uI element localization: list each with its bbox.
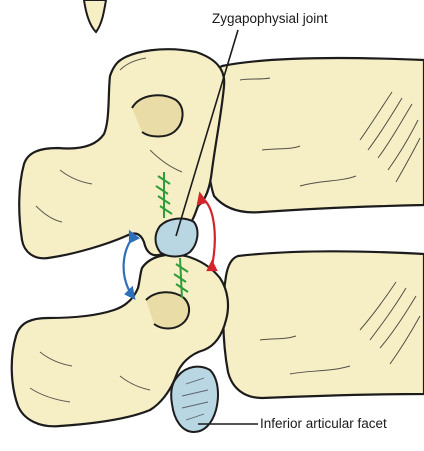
label-inferior-articular-facet: Inferior articular facet: [260, 416, 387, 431]
red-double-arrow: [198, 194, 216, 270]
lower-vertebral-body: [223, 251, 424, 398]
zygapophysial-joint-facet: [156, 219, 198, 257]
label-zygapophysial-joint: Zygapophysial joint: [212, 11, 328, 26]
inferior-articular-facet-shape: [171, 367, 218, 432]
upper-vertebral-body: [207, 58, 424, 212]
blue-double-arrow: [124, 232, 138, 298]
upper-vertebra: [19, 49, 424, 258]
upper-spinous-tip: [84, 0, 106, 32]
